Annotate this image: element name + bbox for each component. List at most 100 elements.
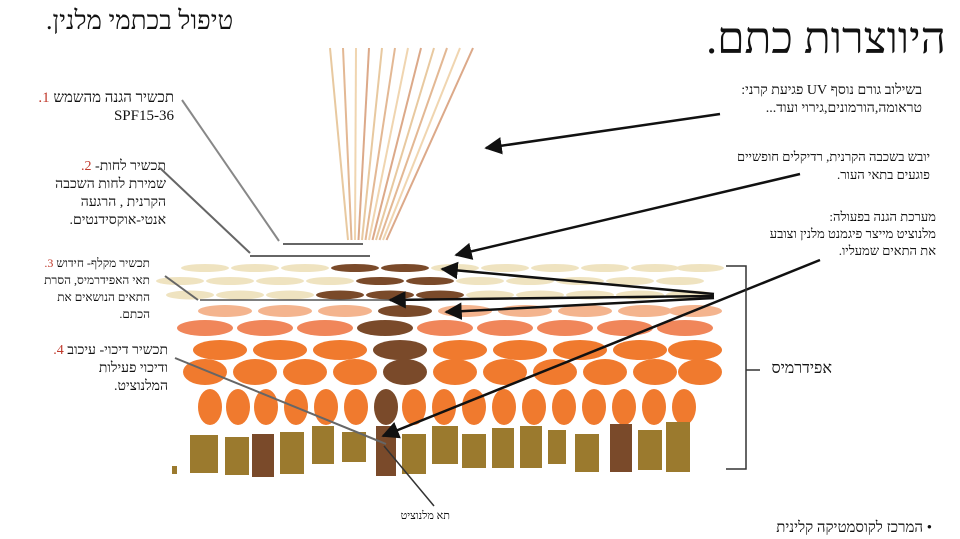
- melanocyte-cell: [610, 424, 632, 472]
- stratum-cell: [631, 264, 679, 272]
- spinous-cell: [477, 320, 533, 336]
- uv-ray: [382, 47, 461, 241]
- uv-ray: [385, 47, 474, 241]
- granular-cell: [558, 305, 612, 317]
- uv-ray: [342, 47, 353, 241]
- basal-cell: [280, 432, 304, 474]
- melanocyte-label: תא מלנוציט: [400, 510, 450, 522]
- melanocyte-cell: [376, 426, 396, 476]
- melanin-granule: [374, 389, 398, 425]
- pointer-line-3: [164, 275, 199, 301]
- basal-cell: [575, 434, 599, 472]
- product-1-label: תכשיר הגנה מהשמש 1. SPF15-36: [38, 90, 174, 124]
- spinous-cell: [597, 320, 653, 336]
- melanin-granule: [416, 290, 464, 300]
- epidermis-bracket: [726, 265, 747, 470]
- spinous-cell: [678, 359, 722, 385]
- basal-cell: [312, 426, 334, 464]
- defense-arrow-2: [388, 291, 715, 309]
- basal-upper-cell: [522, 389, 546, 425]
- uv-cause-label: בשילוב גורם נוסף UV פגיעת קרני: טראומה,ה…: [741, 83, 922, 116]
- spinous-cell: [177, 320, 233, 336]
- product-4-label: תכשיר דיכוי- עיכוב 4. ודיכוי פעילות המלנ…: [53, 343, 168, 394]
- basal-cell: [638, 430, 662, 470]
- epidermis-label: אפידרמיס: [771, 360, 832, 377]
- spinous-cell: [333, 359, 377, 385]
- uv-rays-group: [329, 47, 474, 241]
- basal-upper-cell: [344, 389, 368, 425]
- pointer-line-1: [181, 99, 280, 242]
- spinous-cell: [493, 340, 547, 360]
- defense-system-label: מערכת הגנה בפעולה: מלנוציט מייצר פיגמנט …: [769, 209, 936, 258]
- spinous-cell: [433, 359, 477, 385]
- basal-upper-cell: [582, 389, 606, 425]
- melanin-granule: [331, 264, 379, 272]
- basal-upper-cell: [226, 389, 250, 425]
- melanin-granule: [378, 305, 432, 317]
- pointer-lines-group: [159, 99, 821, 507]
- stratum-cell: [581, 264, 629, 272]
- dryness-cause-label: יובש בשכבה הקרנית, רדיקלים חופשיים פוגעי…: [737, 149, 930, 182]
- spinous-cell: [483, 359, 527, 385]
- uv-ray: [364, 47, 396, 241]
- basal-cell: [432, 426, 458, 464]
- spinous-cell: [193, 340, 247, 360]
- stratum-cell: [281, 264, 329, 272]
- basal-cell: [225, 437, 249, 475]
- basal-cell: [548, 430, 566, 464]
- melanocyte-arrow: [381, 258, 821, 439]
- spinous-cell: [633, 359, 677, 385]
- page-title: היווצרות כתם.: [706, 14, 946, 63]
- melanocyte-label-line: [383, 445, 435, 507]
- melanin-granule: [383, 359, 427, 385]
- melanin-granule: [316, 290, 364, 300]
- spinous-cell: [313, 340, 367, 360]
- stratum-cell: [216, 290, 264, 300]
- basal-cell: [190, 435, 218, 473]
- basal-upper-cell: [552, 389, 576, 425]
- defense-arrow-3: [444, 296, 715, 320]
- spinous-cell: [533, 359, 577, 385]
- basal-upper-cell: [462, 389, 486, 425]
- defense-arrow-1: [440, 261, 715, 296]
- product-3-label: תכשיר מקלף- חידוש 3. תאי האפידרמיס, הסרת…: [44, 256, 150, 321]
- stratum-cell: [456, 277, 504, 285]
- treatment-title: טיפול בכתמי מלנין.: [46, 6, 234, 35]
- spinous-cell: [297, 320, 353, 336]
- basal-cell: [402, 434, 426, 474]
- granular-cell: [198, 305, 252, 317]
- melanin-granule: [366, 290, 414, 300]
- spinous-cell: [283, 359, 327, 385]
- melanocyte-cell: [252, 434, 274, 477]
- stratum-cell: [676, 264, 724, 272]
- uv-ray: [329, 47, 349, 241]
- spinous-cell: [613, 340, 667, 360]
- stratum-cell: [256, 277, 304, 285]
- stratum-cell: [531, 264, 579, 272]
- uv-ray: [375, 47, 435, 241]
- spinous-cell: [583, 359, 627, 385]
- basal-upper-cell: [492, 389, 516, 425]
- basal-cell: [492, 428, 514, 468]
- basal-upper-cell: [642, 389, 666, 425]
- spinous-cell: [253, 340, 307, 360]
- uv-ray: [378, 47, 448, 241]
- bullet-icon: •: [926, 520, 932, 536]
- stratum-cell: [181, 264, 229, 272]
- basal-upper-cell: [432, 389, 456, 425]
- basal-cell: [462, 434, 486, 468]
- stratum-cell: [266, 290, 314, 300]
- granular-cell: [318, 305, 372, 317]
- basal-upper-cell: [314, 389, 338, 425]
- pointer-line-4: [174, 357, 387, 445]
- basal-cell: [172, 466, 177, 474]
- pointer-line-2: [159, 167, 251, 254]
- spinous-cell: [233, 359, 277, 385]
- spinous-cell: [553, 340, 607, 360]
- stratum-cell: [481, 264, 529, 272]
- basal-cell: [342, 432, 366, 462]
- spinous-cell: [433, 340, 487, 360]
- stratum-cell: [466, 290, 514, 300]
- uv-ray: [371, 47, 422, 241]
- basal-upper-cell: [672, 389, 696, 425]
